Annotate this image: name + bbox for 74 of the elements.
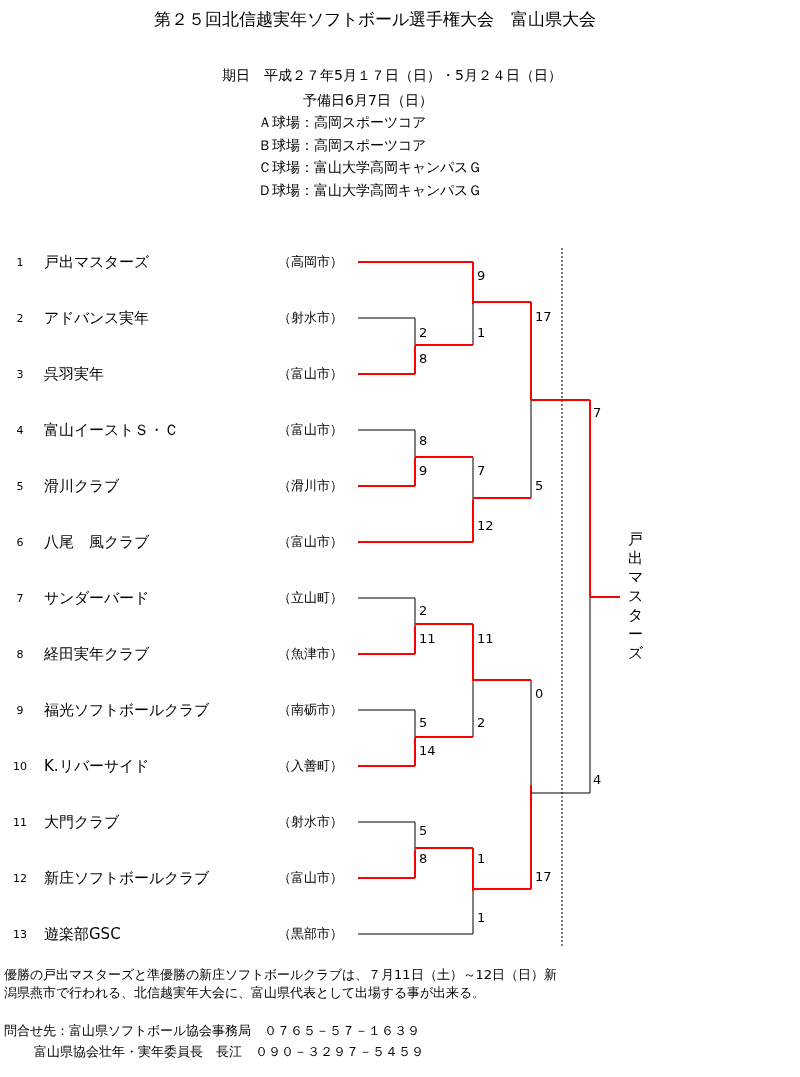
seed-number: 10 [12,759,28,775]
contact-text: 富山県協会壮年・実年委員長 長江 ０９０－３２９７－５４５９ [34,1043,424,1061]
seed-number: 6 [15,535,25,551]
team-city: （立山町） [278,589,343,607]
team-name: 富山イーストＳ・Ｃ [44,421,179,439]
score: 17 [535,868,552,886]
team-city: （滑川市） [278,477,343,495]
score: 8 [419,850,428,868]
seed-number: 8 [15,647,25,663]
score: 17 [535,308,552,326]
venue-text: Ｃ球場：富山大学高岡キャンパスＧ [258,158,482,176]
score: 11 [419,630,436,648]
seed-number: 9 [15,703,25,719]
score: 9 [477,267,486,285]
team-city: （南砺市） [278,701,343,719]
team-name: 八尾 風クラブ [44,533,149,551]
team-city: （魚津市） [278,645,343,663]
seed-number: 5 [15,479,25,495]
seed-number: 3 [15,367,25,383]
team-city: （射水市） [278,309,343,327]
score: 5 [419,714,428,732]
team-name: 新庄ソフトボールクラブ [44,869,209,887]
team-name: 経田実年クラブ [44,645,149,663]
score: 11 [477,630,494,648]
team-name: K.リバーサイド [44,757,149,775]
seed-number: 7 [15,591,25,607]
score: 8 [419,350,428,368]
score: 7 [477,462,486,480]
team-city: （富山市） [278,421,343,439]
team-name: 大門クラブ [44,813,119,831]
seed-number: 4 [15,423,25,439]
team-name: 呉羽実年 [44,365,104,383]
score: 2 [477,714,486,732]
seed-number: 11 [12,815,28,831]
team-name: 遊楽部GSC [44,925,121,943]
team-name: 滑川クラブ [44,477,119,495]
score: 5 [535,477,544,495]
team-city: （射水市） [278,813,343,831]
reserve-date-text: 予備日6月7日（日） [303,91,433,109]
score: 4 [593,771,602,789]
team-city: （高岡市） [278,253,343,271]
team-name: サンダーバード [44,589,149,607]
venue-text: Ｂ球場：高岡スポーツコア [258,136,426,154]
schedule-text: 期日 平成２７年5月１７日（日）・5月２４日（日） [222,66,562,84]
team-city: （黒部市） [278,925,343,943]
score: 8 [419,432,428,450]
score: 5 [419,822,428,840]
score: 0 [535,685,544,703]
champion-name: 戸出マスターズ [627,530,643,663]
score: 2 [419,602,428,620]
team-city: （富山市） [278,533,343,551]
result-note: 優勝の戸出マスターズと準優勝の新庄ソフトボールクラブは、７月11日（土）～12日（日）新潟県燕市で行われる、北信越実年大会に、富山県代表として出場する事が出来る。 [4,966,559,1002]
team-name: 福光ソフトボールクラブ [44,701,209,719]
seed-number: 2 [15,311,25,327]
page-title: 第２５回北信越実年ソフトボール選手権大会 富山県大会 [153,10,597,28]
score: 7 [593,404,602,422]
team-name: アドバンス実年 [44,309,149,327]
score: 1 [477,324,486,342]
contact-text: 問合せ先：富山県ソフトボール協会事務局 ０７６５－５７－１６３９ [4,1022,420,1040]
score: 9 [419,462,428,480]
score: 1 [477,909,486,927]
team-city: （富山市） [278,365,343,383]
team-city: （入善町） [278,757,343,775]
seed-number: 13 [12,927,28,943]
seed-number: 12 [12,871,28,887]
score: 2 [419,324,428,342]
team-city: （富山市） [278,869,343,887]
score: 12 [477,517,494,535]
venue-text: Ａ球場：高岡スポーツコア [258,113,426,131]
team-name: 戸出マスターズ [44,253,149,271]
seed-number: 1 [15,255,25,271]
venue-text: Ｄ球場：富山大学高岡キャンパスＧ [258,181,482,199]
score: 1 [477,850,486,868]
score: 14 [419,742,436,760]
